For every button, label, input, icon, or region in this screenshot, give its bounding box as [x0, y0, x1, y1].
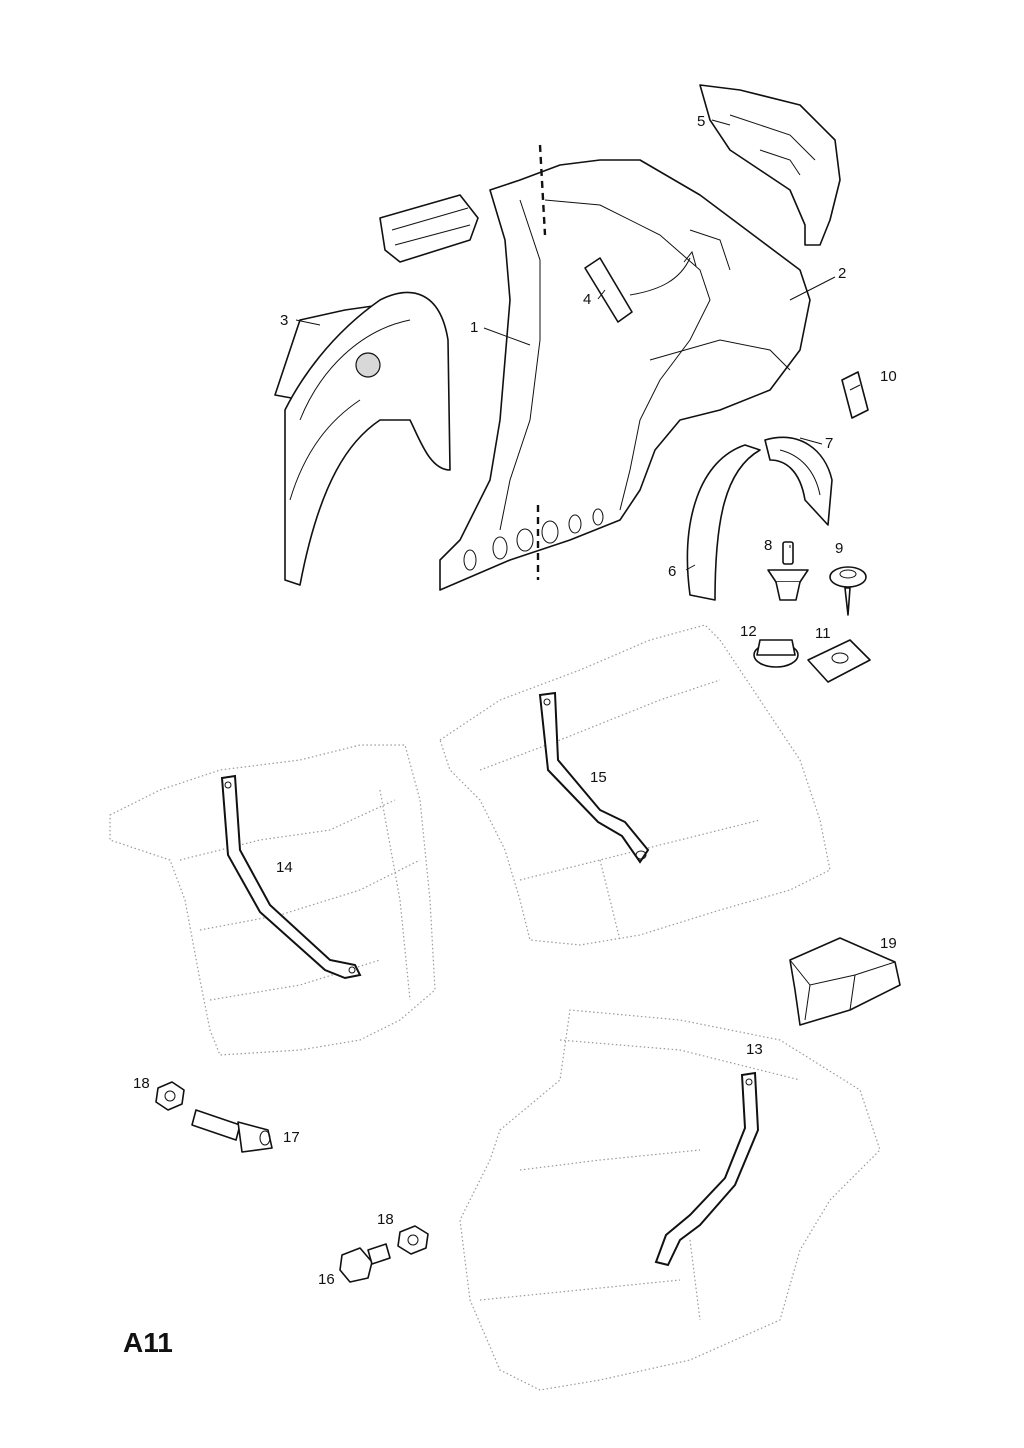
callout-labels: 1 2 3 4 5 6 7 8 9 10 11 12 13 14 15 16 1… — [133, 113, 897, 1288]
part-3-inner-wheelhouse — [274, 291, 451, 586]
callout-15: 15 — [590, 769, 607, 786]
part-17-bolt — [191, 1109, 273, 1153]
callout-17: 17 — [283, 1129, 300, 1146]
callout-14: 14 — [276, 859, 293, 876]
callout-10: 10 — [880, 368, 897, 385]
section-line-upper — [538, 144, 547, 236]
part-8-clip — [767, 541, 809, 601]
part-1-2-quarter-panel — [439, 159, 811, 591]
callout-4: 4 — [583, 291, 591, 308]
part-6-arch-liner — [686, 444, 761, 601]
callout-18-upper: 18 — [133, 1075, 150, 1092]
callout-19: 19 — [880, 935, 897, 952]
dotted-floor-middle — [439, 624, 831, 946]
callout-12: 12 — [740, 623, 757, 640]
callout-3: 3 — [280, 312, 288, 329]
part-15-strap — [538, 691, 650, 864]
part-4-plate — [584, 250, 697, 323]
callout-2: 2 — [838, 265, 846, 282]
part-12-nut — [753, 639, 799, 668]
callout-6: 6 — [668, 563, 676, 580]
part-10-clip-nut — [841, 371, 869, 419]
part-7-arch-liner — [764, 436, 833, 526]
callout-9: 9 — [835, 540, 843, 557]
callout-8: 8 — [764, 537, 772, 554]
callout-5: 5 — [697, 113, 705, 130]
callout-13: 13 — [746, 1041, 763, 1058]
part-13-strap — [654, 1071, 760, 1267]
part-19-block — [789, 937, 901, 1026]
callout-16: 16 — [318, 1271, 335, 1288]
upper-bracket — [379, 194, 479, 263]
callout-11: 11 — [815, 625, 831, 642]
callout-7: 7 — [825, 435, 833, 452]
dotted-floor-lower — [459, 1009, 881, 1391]
part-14-strap — [220, 774, 362, 980]
leader-lines — [295, 119, 836, 571]
part-18-nut-upper — [155, 1081, 185, 1111]
part-9-screw — [829, 566, 867, 616]
part-18-nut-lower — [397, 1225, 429, 1255]
callout-18-lower: 18 — [377, 1211, 394, 1228]
diagram-id: A11 — [123, 1327, 173, 1358]
part-16-bolt — [339, 1243, 391, 1283]
part-11-clip-nut — [807, 639, 871, 683]
callout-1: 1 — [470, 319, 478, 336]
part-5-rear-panel — [699, 84, 841, 246]
dotted-floor-left — [109, 744, 436, 1056]
